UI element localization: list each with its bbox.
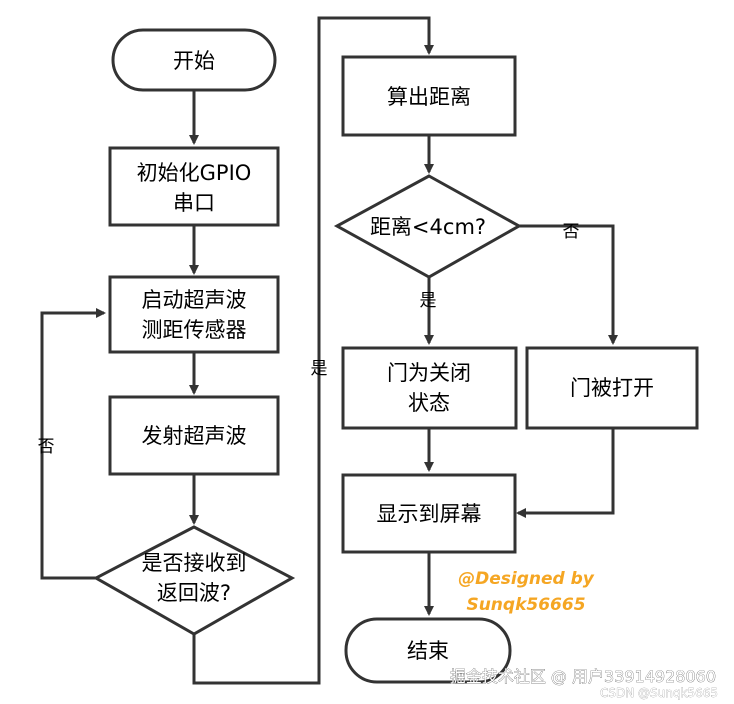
decision-echo-label-line2: 返回波? bbox=[157, 581, 231, 605]
door-open-box bbox=[525, 346, 699, 430]
edge-label-no-right: 否 bbox=[563, 222, 580, 242]
compute-box bbox=[341, 55, 517, 137]
end-terminal bbox=[344, 617, 512, 684]
watermark-line1: 掘金技术社区 @ 用户33914928060 bbox=[450, 667, 716, 686]
emit-label: 发射超声波 bbox=[142, 424, 247, 448]
sensor-label-line1: 启动超声波 bbox=[142, 288, 247, 312]
init-label-line2: 串口 bbox=[173, 191, 215, 215]
emit-box bbox=[108, 395, 280, 476]
edge-dist-no bbox=[519, 224, 618, 345]
edge-label-yes-middle: 是 bbox=[311, 359, 328, 379]
decision-dist-diamond bbox=[333, 174, 523, 279]
init-box bbox=[108, 146, 280, 227]
display-label: 显示到屏幕 bbox=[377, 502, 482, 526]
credit-line1: @Designed by bbox=[458, 569, 595, 589]
end-label: 结束 bbox=[407, 639, 449, 663]
sensor-label-line2: 测距传感器 bbox=[142, 318, 247, 342]
decision-echo-diamond bbox=[92, 525, 296, 636]
compute-label: 算出距离 bbox=[387, 85, 471, 109]
connectors bbox=[40, 16, 618, 685]
edge-echo-no-loop bbox=[40, 308, 106, 580]
edge-open-display bbox=[516, 428, 615, 518]
edge-label-no-left: 否 bbox=[38, 437, 55, 457]
door-closed-label-line2: 状态 bbox=[408, 391, 450, 415]
door-open-label: 门被打开 bbox=[570, 376, 654, 400]
edge-label-yes-down: 是 bbox=[420, 291, 437, 311]
display-box bbox=[341, 473, 517, 554]
init-label-line1: 初始化GPIO bbox=[137, 161, 252, 185]
edge-echo-yes bbox=[192, 16, 434, 685]
watermark-line2: CSDN @Sunqk5665 bbox=[600, 686, 718, 700]
decision-dist-label: 距离<4cm? bbox=[370, 215, 486, 239]
decision-echo-label-line1: 是否接收到 bbox=[142, 551, 247, 575]
door-closed-label-line1: 门为关闭 bbox=[387, 361, 471, 385]
shapes bbox=[92, 28, 699, 684]
start-terminal bbox=[111, 28, 277, 92]
sensor-box bbox=[108, 275, 280, 354]
door-closed-box bbox=[341, 346, 518, 430]
start-label: 开始 bbox=[173, 49, 215, 73]
credit-line2: Sunqk56665 bbox=[466, 595, 585, 615]
